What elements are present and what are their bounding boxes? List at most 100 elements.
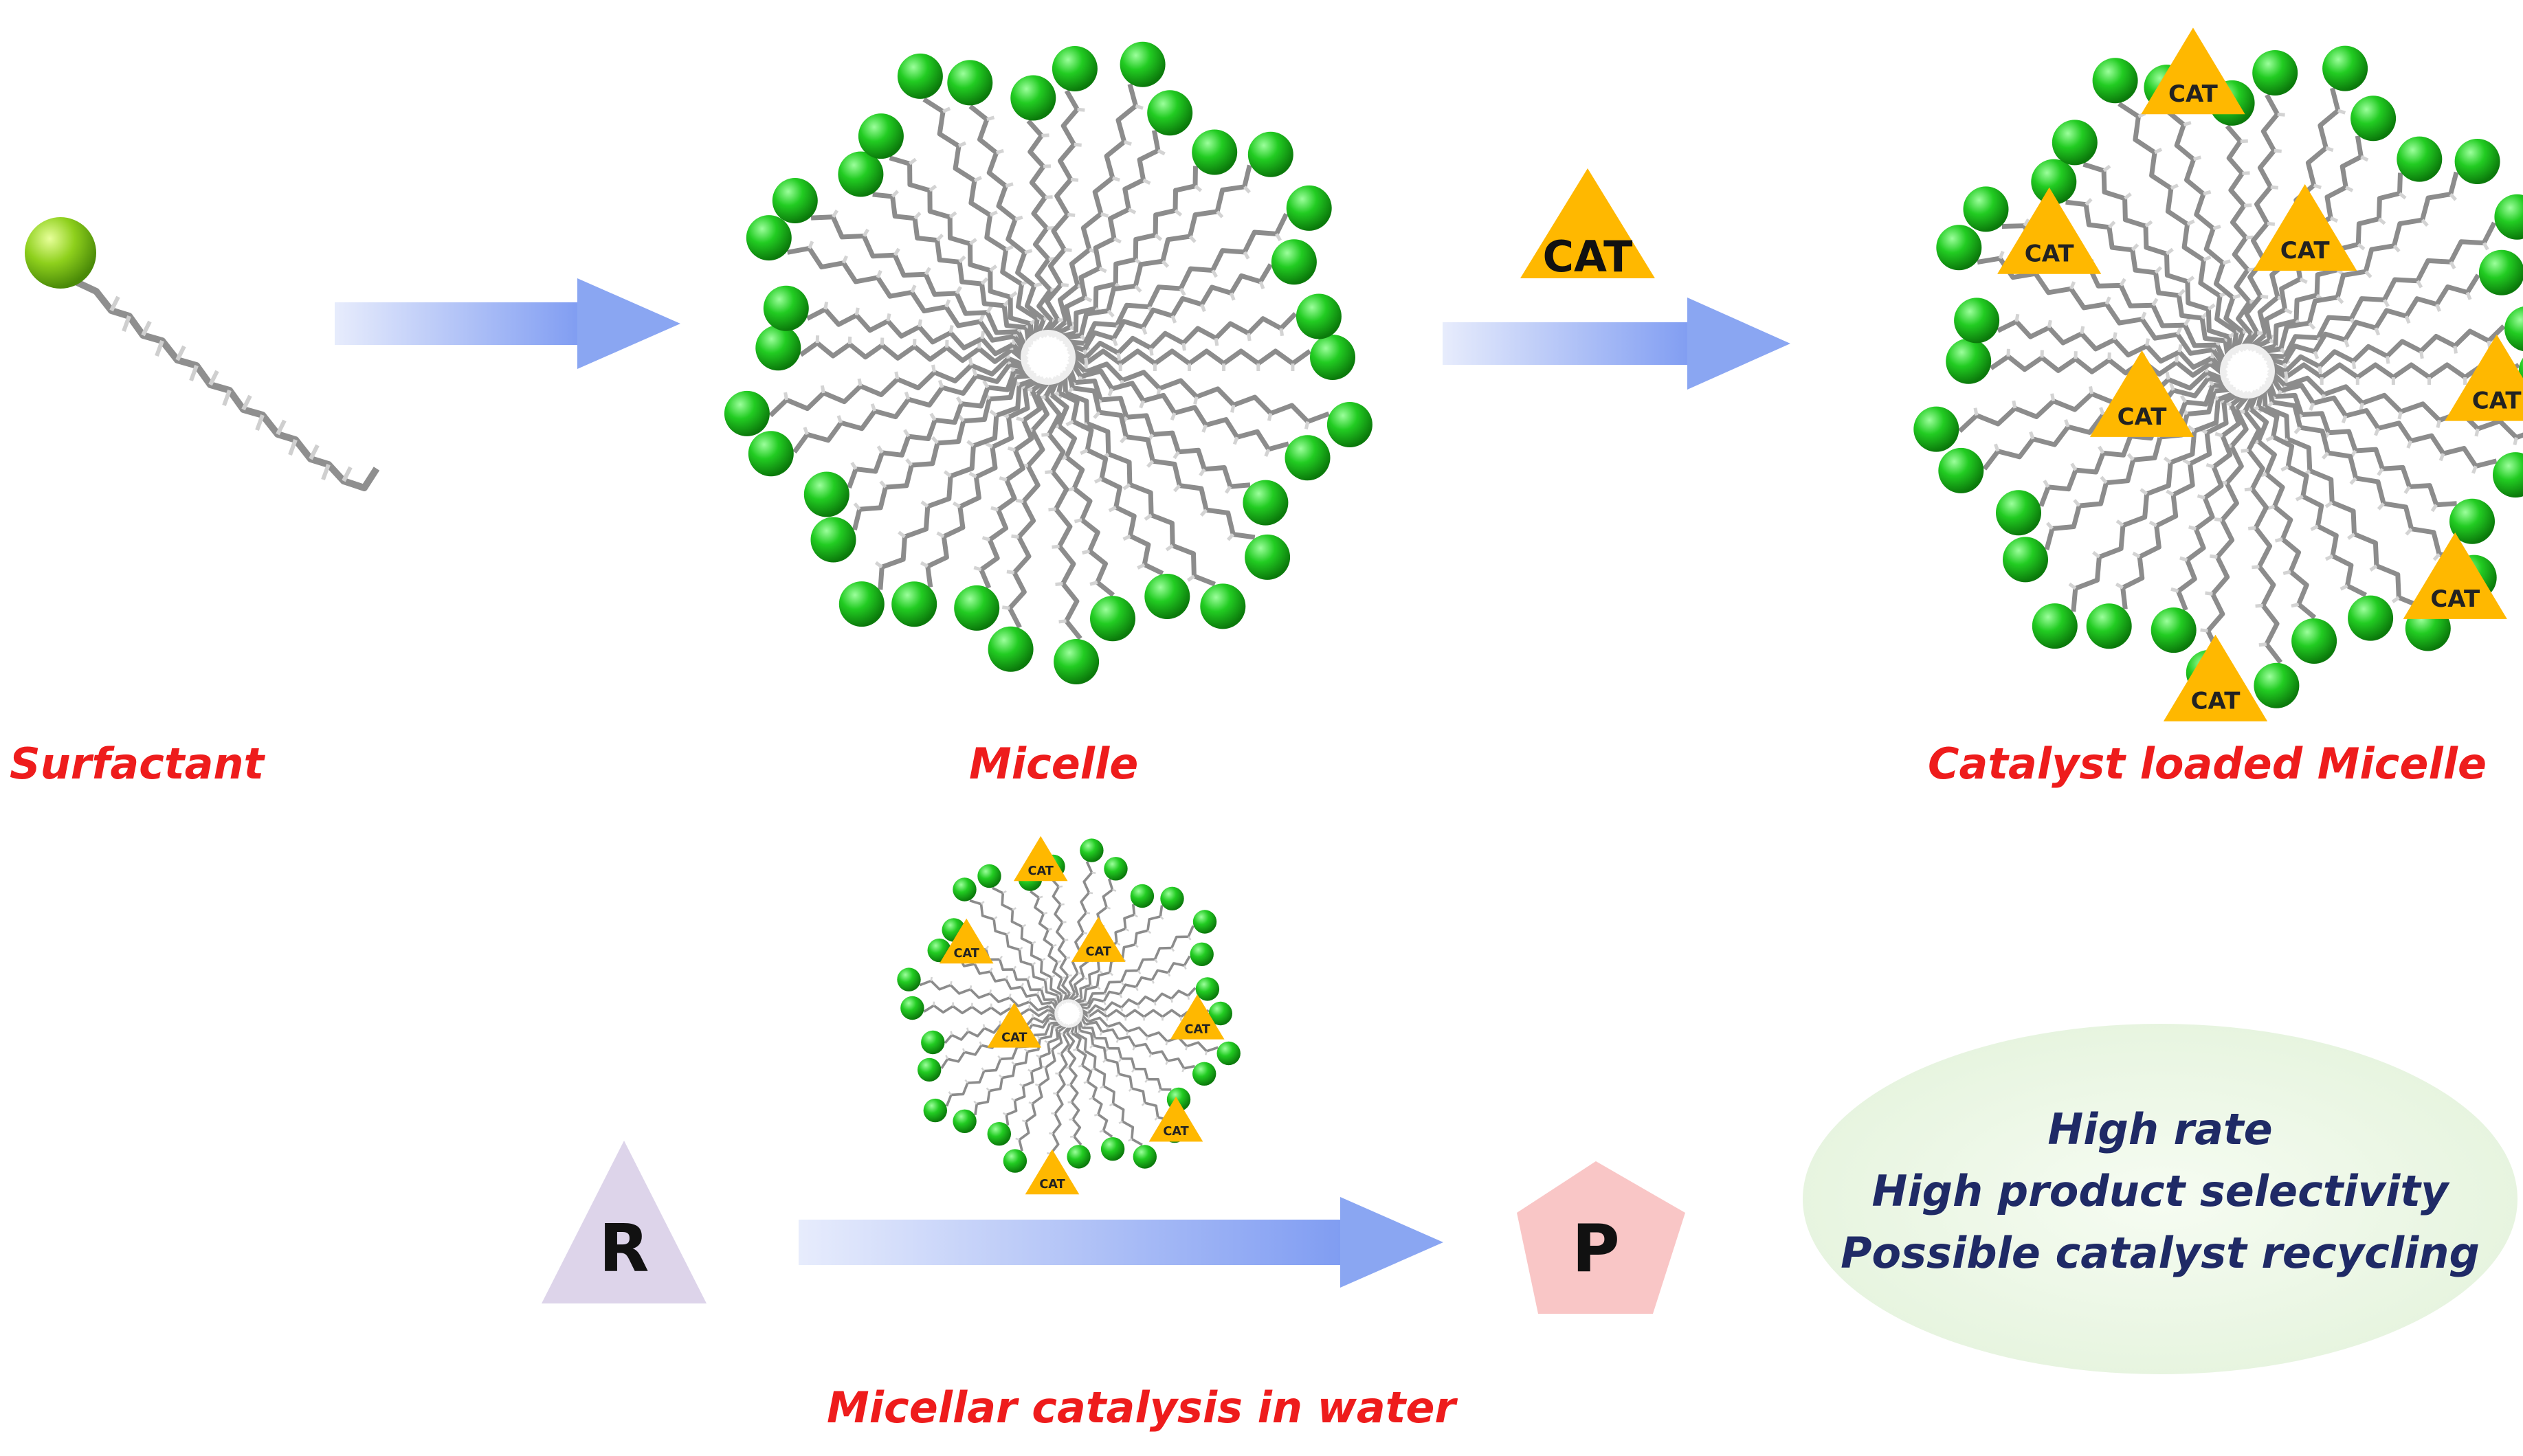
micellar-catalysis-label: Micellar catalysis in water	[827, 1382, 1458, 1433]
hydrogen-bond	[1049, 1132, 1054, 1135]
hydrogen-bond	[1047, 928, 1052, 931]
hydrogen-bond	[2182, 458, 2191, 466]
headgroup	[1160, 886, 1184, 911]
headgroup	[724, 390, 770, 436]
hydrogen-bond	[969, 238, 977, 245]
hydrogen-bond	[820, 385, 825, 394]
headgroup	[987, 1122, 1012, 1146]
headgroup	[1192, 1062, 1216, 1086]
hydrogen-bond	[1089, 581, 1098, 586]
hydrogen-bond	[1007, 446, 1016, 452]
hydrogen-bond	[1113, 237, 1122, 244]
hydrogen-bond	[937, 379, 944, 388]
headgroup	[1286, 185, 1332, 231]
hydrogen-bond	[2374, 427, 2380, 436]
hydrogen-bond	[1019, 946, 1023, 951]
headgroup	[1963, 186, 2009, 232]
hydrogen-bond	[935, 233, 944, 242]
product-label: P	[1572, 1211, 1620, 1287]
hydrogen-bond	[1061, 976, 1066, 979]
headgroup	[897, 967, 921, 992]
headgroup	[2449, 498, 2495, 544]
surfactant-headgroup	[25, 217, 96, 289]
catalyst-label: CAT	[2025, 240, 2075, 268]
hydrogen-bond	[1147, 930, 1152, 934]
hydrogen-bond	[2169, 382, 2175, 391]
hydrogen-bond	[1188, 235, 1197, 243]
hydrogen-bond	[966, 1027, 969, 1032]
hydrogen-bond	[1067, 212, 1076, 217]
hydrogen-bond	[1146, 460, 1155, 468]
hydrogen-bond	[2242, 171, 2250, 175]
hydrogen-bond	[2177, 344, 2183, 352]
hydrogen-bond	[1115, 1073, 1120, 1077]
surfactant-tail	[1076, 955, 1191, 1010]
micelle	[724, 41, 1372, 684]
headgroup	[2494, 194, 2523, 240]
hydrogen-bond	[2513, 437, 2518, 445]
hydrogen-bond	[1157, 1088, 1162, 1093]
hydrogen-bond	[1084, 1000, 1089, 1005]
headgroup	[900, 996, 924, 1020]
hydrogen-bond	[2419, 350, 2424, 359]
hydrogen-bond	[909, 157, 917, 166]
hydrogen-bond	[1021, 983, 1024, 987]
hydrogen-bond	[989, 989, 992, 994]
catalyst-label: CAT	[1039, 1178, 1065, 1191]
headgroup	[1052, 46, 1098, 91]
hydrogen-bond	[981, 536, 990, 541]
hydrogen-bond	[2252, 565, 2260, 570]
hydrogen-bond	[2260, 294, 2269, 299]
headgroup	[838, 151, 884, 197]
surfactant-tail	[1048, 374, 1115, 597]
hydrogen-bond	[2126, 453, 2135, 461]
hydrogen-bond	[918, 319, 923, 328]
catalyst-triangle: CAT	[939, 918, 994, 964]
hydrogen-bond	[857, 378, 863, 387]
hydrogen-bond	[986, 1087, 990, 1092]
headgroup	[755, 325, 801, 371]
hydrogen-bond	[968, 471, 977, 479]
hydrogen-bond	[2337, 109, 2346, 115]
hydrogen-bond	[2102, 164, 2111, 172]
hydrogen-bond	[1005, 245, 1014, 251]
hydrogen-bond	[2069, 281, 2076, 290]
headgroup	[1195, 977, 1220, 1001]
hydrogen-bond	[1131, 1068, 1135, 1073]
hydrogen-bond	[2115, 582, 2124, 590]
hydrogen-bond	[2359, 403, 2364, 411]
headgroup	[2397, 136, 2443, 182]
hydrogen-bond	[1170, 947, 1175, 952]
hydrogen-bond	[1055, 582, 1063, 586]
hydrogen-bond	[1041, 957, 1046, 961]
headgroup	[2291, 618, 2337, 664]
headgroup	[2086, 603, 2132, 649]
hydrogen-bond	[1183, 965, 1187, 970]
hydrogen-bond	[929, 184, 937, 192]
hydrogen-bond	[1044, 977, 1049, 981]
arrow-micelle-to-loaded-micelle	[1443, 298, 1790, 390]
headgroup	[1090, 596, 1135, 642]
catalyst-label: CAT	[1086, 945, 1111, 959]
hydrogen-bond	[1144, 513, 1153, 521]
hydrogen-bond	[1053, 1092, 1058, 1095]
surfactant-tail	[1056, 372, 1164, 576]
hydrogen-bond	[2274, 148, 2282, 153]
hydrogen-bond	[2364, 270, 2372, 278]
hydrogen-bond	[1038, 895, 1043, 899]
hydrogen-bond	[1109, 1103, 1114, 1107]
hydrogen-bond	[972, 368, 978, 377]
hydrogen-bond	[2325, 146, 2334, 153]
hydrogen-bond	[1124, 928, 1130, 932]
hydrogen-bond	[2321, 451, 2330, 460]
hydrogen-bond	[1064, 247, 1072, 252]
hydrogen-bond	[2085, 198, 2093, 206]
hydrogen-bond	[2255, 603, 2263, 608]
surfactant-tail	[1078, 1014, 1195, 1070]
hydrogen-bond	[2416, 280, 2423, 289]
headgroup	[923, 1098, 948, 1123]
benefit-item: High product selectivity	[1872, 1166, 2450, 1216]
hydrogen-bond	[1133, 914, 1138, 918]
hydrogen-bond	[854, 307, 860, 316]
hydrogen-bond	[1137, 1004, 1140, 1009]
